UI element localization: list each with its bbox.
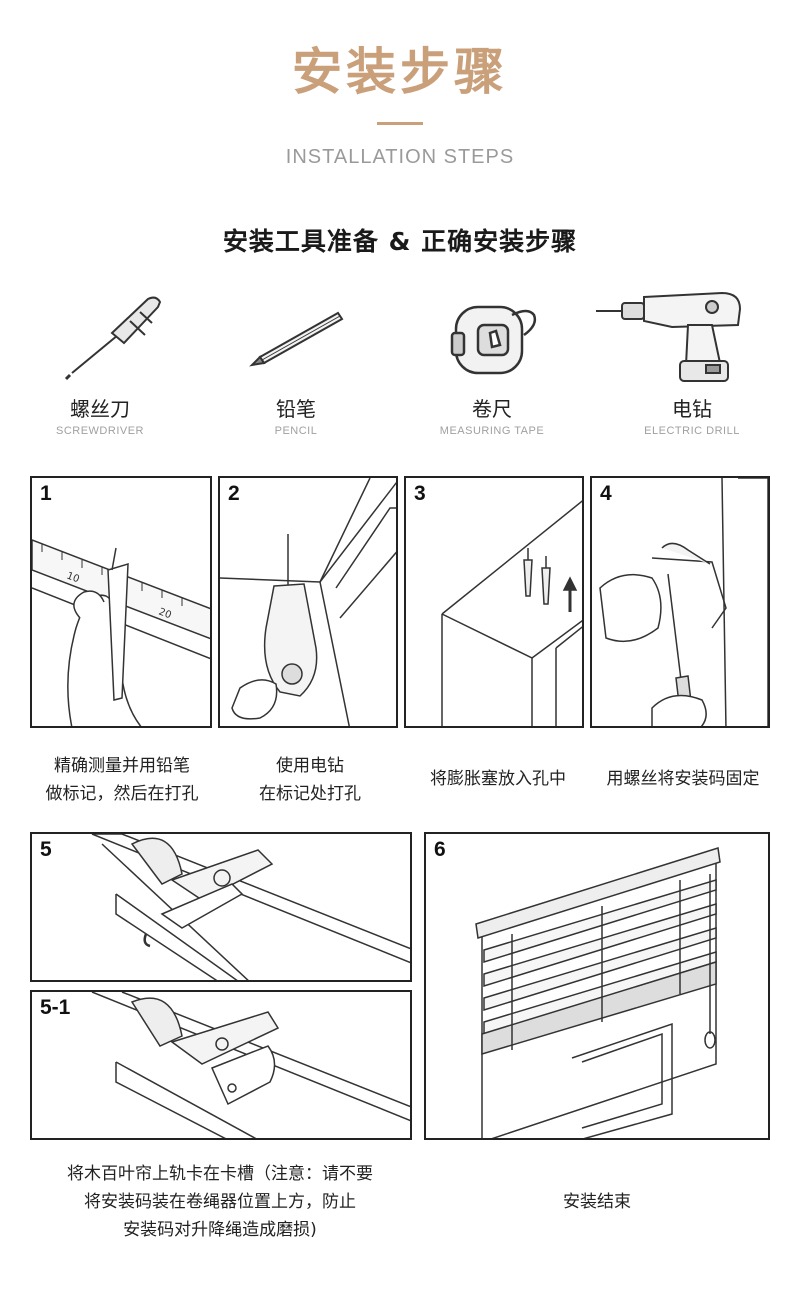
step-5-illustration <box>91 834 410 980</box>
step-2-caption: 使用电钻 在标记处打孔 <box>210 752 410 808</box>
title-divider <box>377 122 423 125</box>
tool-label-en: MEASURING TAPE <box>439 425 545 437</box>
step-1-panel: 1 10 20 <box>30 476 212 728</box>
tape-measure-icon <box>450 305 537 375</box>
page-title: 安装步骤 <box>292 43 508 101</box>
caption-line: 精确测量并用铅笔 <box>54 756 190 776</box>
tool-pencil: 铅笔 PENCIL <box>196 285 396 437</box>
section-subtitle: 安装工具准备 & 正确安装步骤 <box>222 227 578 256</box>
step-1-illustration: 10 20 <box>32 539 210 726</box>
step-2-illustration <box>220 478 396 726</box>
step-6-panel: 6 <box>424 832 770 1140</box>
tool-label-cn: 卷尺 <box>472 397 512 421</box>
step-4-caption: 用螺丝将安装码固定 <box>583 765 783 793</box>
step-5-1-panel: 5-1 <box>30 990 412 1140</box>
tool-screwdriver: 螺丝刀 SCREWDRIVER <box>0 285 200 437</box>
step-2-panel: 2 <box>218 476 398 728</box>
step-3-caption: 将膨胀塞放入孔中 <box>398 765 598 793</box>
step-number: 4 <box>600 482 612 505</box>
tool-label-en: ELECTRIC DRILL <box>644 425 740 437</box>
caption-line: 将安装码装在卷绳器位置上方，防止 <box>84 1192 356 1212</box>
screwdriver-icon <box>64 296 162 381</box>
step-5-caption: 将木百叶帘上轨卡在卡槽（注意：请不要 将安装码装在卷绳器位置上方，防止 安装码对… <box>20 1160 420 1244</box>
ruler-label-20: 20 <box>157 607 173 622</box>
pencil-icon <box>249 311 344 367</box>
tool-label-cn: 铅笔 <box>276 397 316 421</box>
tool-label-en: SCREWDRIVER <box>55 425 144 437</box>
tool-tape: 卷尺 MEASURING TAPE <box>392 285 592 437</box>
step-number: 1 <box>40 482 52 505</box>
step-number: 3 <box>414 482 426 505</box>
step-1-caption: 精确测量并用铅笔 做标记，然后在打孔 <box>22 752 222 808</box>
tool-drill: 电钻 ELECTRIC DRILL <box>592 285 792 437</box>
step-number: 6 <box>434 838 446 861</box>
step-number: 5 <box>40 838 52 861</box>
caption-line: 安装结束 <box>563 1192 631 1212</box>
step-6-illustration <box>475 847 721 1138</box>
caption-line: 做标记，然后在打孔 <box>45 784 199 804</box>
drill-icon <box>596 291 742 382</box>
step-6-caption: 安装结束 <box>497 1188 697 1216</box>
step-5-panel: 5 <box>30 832 412 982</box>
step-3-panel: 3 <box>404 476 584 728</box>
page-title-english: INSTALLATION STEPS <box>285 146 515 168</box>
step-3-illustration <box>441 500 582 726</box>
caption-line: 用螺丝将安装码固定 <box>606 769 760 789</box>
caption-line: 将木百叶帘上轨卡在卡槽（注意：请不要 <box>67 1164 373 1184</box>
step-5-1-illustration <box>91 992 410 1138</box>
ruler-label-10: 10 <box>65 571 81 586</box>
tool-label-en: PENCIL <box>274 425 318 437</box>
tool-label-cn: 螺丝刀 <box>70 397 130 421</box>
caption-line: 安装码对升降绳造成磨损) <box>123 1220 317 1240</box>
caption-line: 使用电钻 <box>276 756 344 776</box>
tool-label-cn: 电钻 <box>672 397 712 421</box>
step-number: 5-1 <box>40 996 71 1019</box>
step-number: 2 <box>228 482 240 505</box>
step-4-illustration <box>599 478 768 726</box>
step-4-panel: 4 <box>590 476 770 728</box>
caption-line: 将膨胀塞放入孔中 <box>430 769 566 789</box>
caption-line: 在标记处打孔 <box>259 784 361 804</box>
